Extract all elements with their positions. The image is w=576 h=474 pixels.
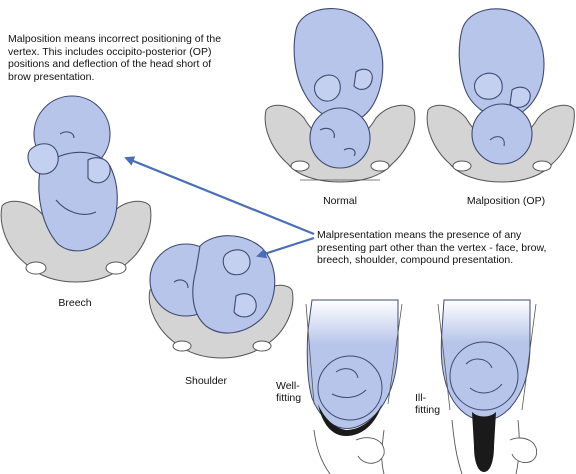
label-ill-fitting: Ill- fitting [415, 392, 441, 416]
label-breech: Breech [58, 297, 92, 309]
label-malposition-op: Malposition (OP) [466, 195, 546, 207]
cervix-well [318, 404, 382, 436]
fetus-breech [27, 95, 118, 252]
pelvis-op [426, 104, 575, 183]
arrow-to-shoulder [256, 236, 315, 259]
fetus-normal [293, 8, 384, 169]
fetus-ill [449, 341, 519, 411]
label-shoulder: Shoulder [184, 375, 228, 387]
label-normal: Normal [323, 195, 357, 207]
arrow-to-breech [124, 156, 315, 236]
ill-fitting-figure [437, 299, 538, 474]
well-fitting-figure [305, 299, 403, 474]
fetus-well [317, 355, 383, 421]
fetus-op [458, 8, 545, 165]
label-well-fitting: Well- fitting [276, 380, 302, 404]
forewaters-ill [472, 412, 496, 472]
breech-figure [0, 95, 152, 283]
malposition-op-figure [426, 8, 575, 183]
malpresentation-note: Malpresentation means the presence of an… [317, 229, 547, 266]
normal-figure [264, 8, 416, 183]
malposition-note: Malposition means incorrect positioning … [8, 33, 222, 83]
fetus-shoulder [149, 235, 276, 334]
shoulder-figure [148, 235, 294, 359]
